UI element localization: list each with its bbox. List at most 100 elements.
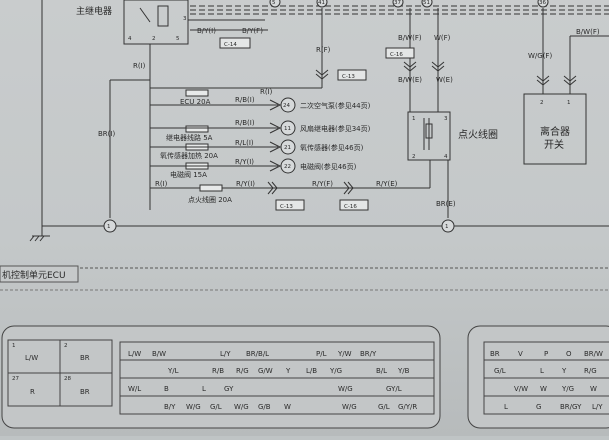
pin-label: P/L xyxy=(316,350,327,358)
pin-label: L/W xyxy=(128,350,141,358)
pin-label: Y xyxy=(561,367,567,375)
ecu-title: 机控制单元ECU xyxy=(2,269,66,281)
pin-label: W/L xyxy=(128,385,141,393)
fuse-wire: R/B(I) xyxy=(235,119,255,127)
coil-ground-node: 1 xyxy=(445,224,449,230)
fuse-bus-wire: R(I) xyxy=(260,88,273,96)
switch-wire: W/G(F) xyxy=(528,52,552,60)
cell-label: R xyxy=(30,388,35,396)
rf-wire: R(F) C-13 R(I) xyxy=(150,8,367,96)
pin-label: L xyxy=(540,367,544,375)
coil-title: 点火线圈 xyxy=(458,128,498,141)
top-node-label: 5 xyxy=(272,0,276,6)
fuse-dest: 氧传感器(参见46页) xyxy=(300,143,364,152)
ignition-coil: B/W(F) W(F) C-16 B/W(E) W(E) 1 3 2 4 点火线… xyxy=(385,8,498,233)
coil-ref: C-16 xyxy=(390,52,403,58)
main-relay: 主继电器 4 2 5 3 B/Y(I) B/Y(F) C-14 R(I) xyxy=(76,0,268,210)
pin-label: G/L xyxy=(378,403,390,411)
ignition-ref: C-16 xyxy=(344,204,357,210)
switch-title: 离合器 xyxy=(540,125,570,138)
pin-label: O xyxy=(566,350,572,358)
relay-ref: C-14 xyxy=(224,42,237,48)
pin-label: G xyxy=(536,403,541,411)
top-node-label: 41 xyxy=(318,0,325,6)
pin-label: BR/GY xyxy=(560,403,582,411)
fuse-wire: R/L(I) xyxy=(235,139,254,147)
pin-label: W/G xyxy=(342,403,357,411)
pin-label: G/W xyxy=(258,367,273,375)
pin-label: BR/W xyxy=(584,350,603,358)
relay-pin: 2 xyxy=(152,36,156,42)
ecu-connector-left: 1 L/W 2 BR 27 R 28 BR L/W B/W L/Y BR/B/L… xyxy=(1,325,441,429)
coil-wire: W(F) xyxy=(434,34,451,42)
pin-label: Y/G xyxy=(561,385,574,393)
cell-label: L/W xyxy=(25,354,38,362)
fuse-label: 继电器线路 5A xyxy=(166,133,213,142)
pin-label: W/G xyxy=(234,403,249,411)
pin-label: W/G xyxy=(338,385,353,393)
pin-label: R/B xyxy=(212,367,224,375)
ignition-fuse-label: 点火线圈 20A xyxy=(188,195,232,204)
coil-ground-wire: BR(E) xyxy=(436,200,456,208)
pin-label: L xyxy=(202,385,206,393)
coil-wire: B/W(E) xyxy=(398,76,422,84)
pin-label: G/Y/R xyxy=(398,403,417,411)
top-node-circles: 5 41 37 51 36 xyxy=(269,0,549,8)
pin-label: L/B xyxy=(306,367,317,375)
ignition-wire: R/Y(I) xyxy=(236,180,255,188)
pin-label: P xyxy=(544,350,548,358)
top-node-label: 37 xyxy=(394,0,401,6)
coil-wire: B/W(F) xyxy=(398,34,422,42)
fuse-node: 22 xyxy=(284,164,291,170)
ecu-header: 机控制单元ECU xyxy=(0,265,609,291)
switch-title: 开关 xyxy=(544,138,564,151)
fuse-dest: 二次空气泵(参见44页) xyxy=(300,101,371,110)
pin-label: L/Y xyxy=(220,350,231,358)
cell-no: 2 xyxy=(64,343,68,349)
fuse-node: 24 xyxy=(283,103,290,109)
br-wire: BR(I) 1 xyxy=(98,79,150,233)
pin-label: Y/L xyxy=(167,367,179,375)
pin-label: W/G xyxy=(186,403,201,411)
coil-pin: 1 xyxy=(412,116,416,122)
pin-label: G/L xyxy=(494,367,506,375)
pin-label: B/L xyxy=(376,367,387,375)
fuse-wire: R/Y(I) xyxy=(235,158,254,166)
coil-wire: W(E) xyxy=(436,76,453,84)
chassis-ground xyxy=(29,226,50,242)
relay-title: 主继电器 xyxy=(76,5,112,17)
left-rails xyxy=(41,0,609,227)
fuse-bus: ECU 20A R/B(I) 24 二次空气泵(参见44页) 继电器线路 5A … xyxy=(149,89,371,190)
pin-label: W xyxy=(540,385,547,393)
pin-label: G/L xyxy=(210,403,222,411)
relay-vert-wire: R(I) xyxy=(133,62,146,70)
pin-label: GY/L xyxy=(386,385,402,393)
fuse-dest: 风扇继电器(参见34页) xyxy=(300,124,371,133)
pin-label: G/B xyxy=(258,403,271,411)
pin-label: BR/B/L xyxy=(246,350,269,358)
cell-no: 1 xyxy=(12,343,16,349)
pin-label: Y/G xyxy=(329,367,342,375)
ignition-wire: R/Y(F) xyxy=(312,180,333,188)
fuse-label: ECU 20A xyxy=(180,98,211,106)
fuse-node: 11 xyxy=(284,126,291,132)
pin-label: L/Y xyxy=(592,403,603,411)
pin-label: V xyxy=(518,350,523,358)
rf-wire-label: R(F) xyxy=(316,46,331,54)
relay-out-wire-2: B/Y(F) xyxy=(242,27,263,35)
switch-pin: 1 xyxy=(567,100,571,106)
coil-pin: 2 xyxy=(412,154,416,160)
ground-node: 1 xyxy=(107,224,111,230)
pin-label: Y xyxy=(285,367,291,375)
br-wire-label: BR(I) xyxy=(98,130,115,138)
coil-pin: 4 xyxy=(444,154,448,160)
cell-label: BR xyxy=(80,354,90,362)
pin-label: Y/B xyxy=(397,367,410,375)
rf-ref: C-13 xyxy=(342,74,355,80)
pin-label: GY xyxy=(224,385,234,393)
pin-label: B/Y xyxy=(164,403,176,411)
ignition-wire: R(I) xyxy=(155,180,168,188)
coil-pin: 3 xyxy=(444,116,448,122)
pin-label: R/G xyxy=(236,367,249,375)
